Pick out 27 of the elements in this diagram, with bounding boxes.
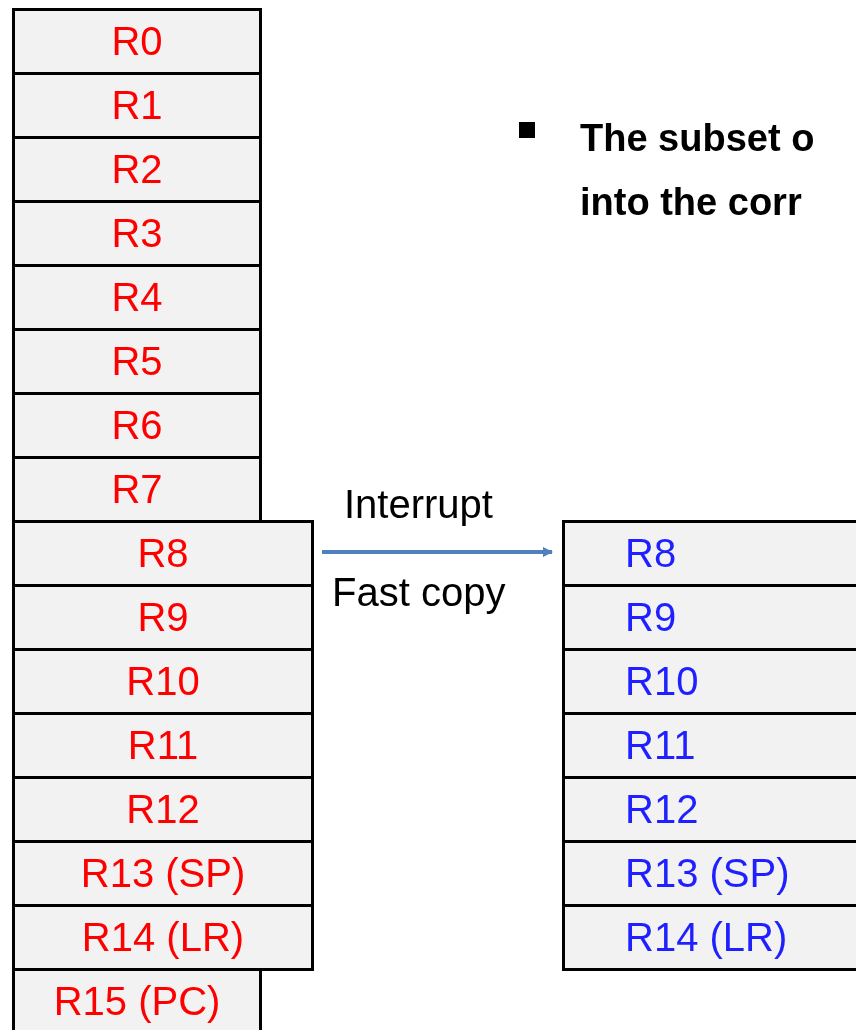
register-cell: R3 — [12, 200, 262, 267]
register-cell: R12 — [562, 776, 856, 843]
register-cell: R13 (SP) — [562, 840, 856, 907]
register-cell: R14 (LR) — [562, 904, 856, 971]
register-cell: R8 — [562, 520, 856, 587]
register-cell: R5 — [12, 328, 262, 395]
register-cell: R0 — [12, 8, 262, 75]
register-cell: R10 — [12, 648, 314, 715]
register-cell: R8 — [12, 520, 314, 587]
register-cell: R7 — [12, 456, 262, 523]
register-cell: R1 — [12, 72, 262, 139]
arrow-caption: Fast copy — [332, 570, 506, 615]
register-cell: R14 (LR) — [12, 904, 314, 971]
register-cell: R11 — [562, 712, 856, 779]
register-cell: R4 — [12, 264, 262, 331]
arrow — [322, 547, 553, 557]
register-cell: R9 — [562, 584, 856, 651]
edge-label: Interrupt — [344, 482, 493, 527]
register-cell: R6 — [12, 392, 262, 459]
register-cell: R11 — [12, 712, 314, 779]
register-cell: R15 (PC) — [12, 968, 262, 1030]
register-cell: R10 — [562, 648, 856, 715]
register-cell: R12 — [12, 776, 314, 843]
register-cell: R13 (SP) — [12, 840, 314, 907]
register-cell: R2 — [12, 136, 262, 203]
bullet-text: The subset o into the corr — [580, 116, 816, 225]
register-cell: R9 — [12, 584, 314, 651]
